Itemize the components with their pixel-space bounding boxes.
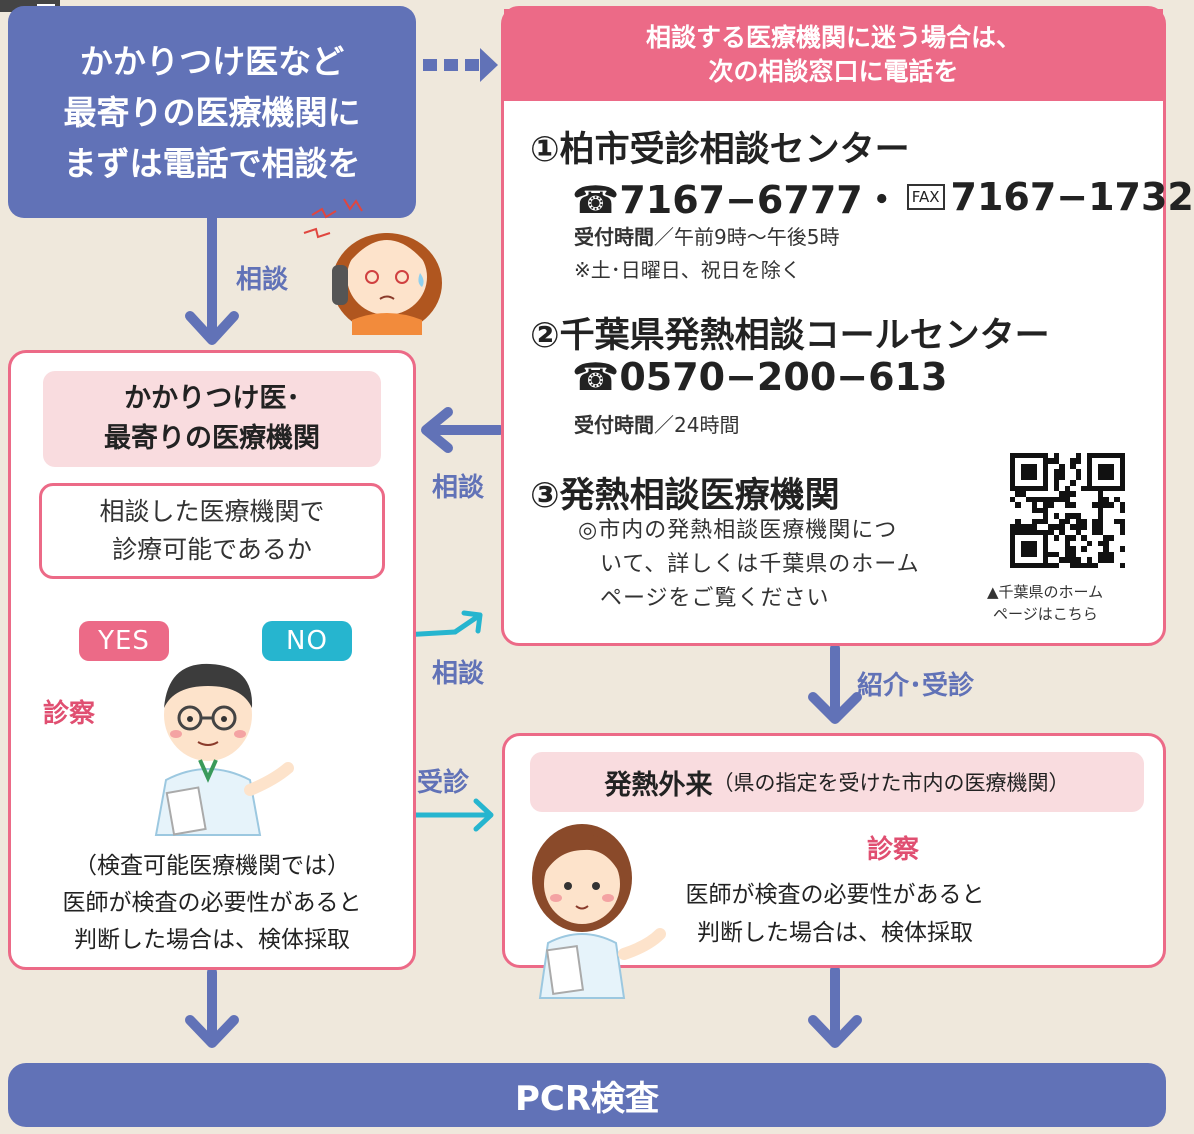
item1-phone-row: ☎7167−6777・ FAX 7167−1732 xyxy=(572,169,1194,224)
qr-caption-line-1: ▲千葉県のホーム xyxy=(987,583,1104,601)
item1-phone: ☎7167−6777・ xyxy=(572,178,901,222)
qr-code[interactable] xyxy=(1010,453,1125,568)
item1-hours-value: ／午前9時〜午後5時 xyxy=(654,225,840,249)
start-box: かかりつけ医など 最寄りの医療機関に まずは電話で相談を xyxy=(8,6,416,218)
qr-caption-line-2: ページはこちら xyxy=(993,605,1098,623)
consult-header-line-2: 次の相談窓口に電話を xyxy=(708,57,959,86)
item1-title: ①柏市受診相談センター xyxy=(530,130,910,170)
left-result-line-2: 医師が検査の必要性があると xyxy=(62,890,362,916)
label-referral-right: 紹介･受診 xyxy=(857,671,975,701)
item1-fax: 7167−1732 xyxy=(950,174,1194,219)
patient-illustration xyxy=(303,198,442,335)
item2-hours: 受付時間／24時間 xyxy=(574,409,739,438)
clinic-title: かかりつけ医･ 最寄りの医療機関 xyxy=(43,371,381,467)
item2-hours-value: ／24時間 xyxy=(654,413,740,437)
item3-title: ③発熱相談医療機関 xyxy=(530,476,840,516)
consult-panel: 相談する医療機関に迷う場合は、 次の相談窓口に電話を ①柏市受診相談センター ☎… xyxy=(501,6,1194,646)
consult-panel-header: 相談する医療機関に迷う場合は、 次の相談窓口に電話を xyxy=(504,9,1163,101)
arrow-down-pcr-right xyxy=(808,965,862,1048)
label-consult-down: 相談 xyxy=(236,265,289,295)
dotted-arrow xyxy=(423,48,498,82)
start-line-2: 最寄りの医療機関に xyxy=(63,92,361,132)
right-result: 医師が検査の必要性があると 判断した場合は、検体採取 xyxy=(645,876,1025,952)
arrow-down-referral xyxy=(808,643,862,724)
nurse-illustration xyxy=(532,824,666,999)
start-line-1: かかりつけ医など xyxy=(79,41,345,81)
item1-note: ※土･日曜日、祝日を除く xyxy=(574,258,801,282)
arrow-down-pcr-left xyxy=(185,967,239,1048)
clinic-question-line-1: 相談した医療機関で xyxy=(99,497,325,526)
item2-phone: ☎0570−200−613 xyxy=(572,355,948,399)
arrow-down-consult xyxy=(185,213,239,345)
right-exam-label: 診察 xyxy=(867,835,920,865)
no-tag: NO xyxy=(262,621,352,661)
clinic-question: 相談した医療機関で 診療可能であるか xyxy=(39,483,385,579)
right-result-line-2: 判断した場合は、検体採取 xyxy=(697,920,973,946)
item1-hours: 受付時間／午前9時〜午後5時 xyxy=(574,221,839,250)
left-result-line-1: （検査可能医療機関では） xyxy=(74,853,350,879)
fax-icon: FAX xyxy=(906,183,945,210)
left-result-line-3: 判断した場合は、検体採取 xyxy=(74,927,350,953)
item1-hours-label: 受付時間 xyxy=(574,225,654,249)
label-consult-left: 相談 xyxy=(432,473,485,503)
arrow-left-consult xyxy=(421,407,505,453)
item3-desc-line-3: ページをご覧ください xyxy=(600,586,830,611)
fever-clinic-title: 発熱外来（県の指定を受けた市内の医療機関） xyxy=(530,752,1144,812)
pcr-test-box: PCR検査 xyxy=(8,1063,1166,1127)
consult-header-line-1: 相談する医療機関に迷う場合は、 xyxy=(645,23,1021,52)
item3-desc-line-1: ◎市内の発熱相談医療機関につ xyxy=(578,518,898,543)
clinic-title-line-2: 最寄りの医療機関 xyxy=(104,423,320,454)
item2-hours-label: 受付時間 xyxy=(574,413,654,437)
left-result: （検査可能医療機関では） 医師が検査の必要性があると 判断した場合は、検体採取 xyxy=(21,848,403,959)
right-result-line-1: 医師が検査の必要性があると xyxy=(685,882,985,908)
clinic-card: かかりつけ医･ 最寄りの医療機関 相談した医療機関で 診療可能であるか YES … xyxy=(8,350,416,970)
yes-tag: YES xyxy=(79,621,169,661)
clinic-question-line-2: 診療可能であるか xyxy=(112,535,312,564)
item3-desc: ◎市内の発熱相談医療機関につ いて、詳しくは千葉県のホーム ページをご覧ください xyxy=(578,514,920,616)
fever-clinic-title-bold: 発熱外来 xyxy=(604,769,713,801)
start-line-3: まずは電話で相談を xyxy=(63,143,361,183)
fever-clinic-title-note: （県の指定を受けた市内の医療機関） xyxy=(712,771,1070,795)
left-exam-label: 診察 xyxy=(43,699,96,729)
label-consult-no: 相談 xyxy=(432,659,485,689)
item3-desc-line-2: いて、詳しくは千葉県のホーム xyxy=(600,552,920,577)
doctor-illustration xyxy=(154,663,294,836)
qr-caption: ▲千葉県のホーム ページはこちら xyxy=(987,581,1103,625)
clinic-title-line-1: かかりつけ医･ xyxy=(124,383,300,414)
item2-title: ②千葉県発熱相談コールセンター xyxy=(530,316,1050,356)
